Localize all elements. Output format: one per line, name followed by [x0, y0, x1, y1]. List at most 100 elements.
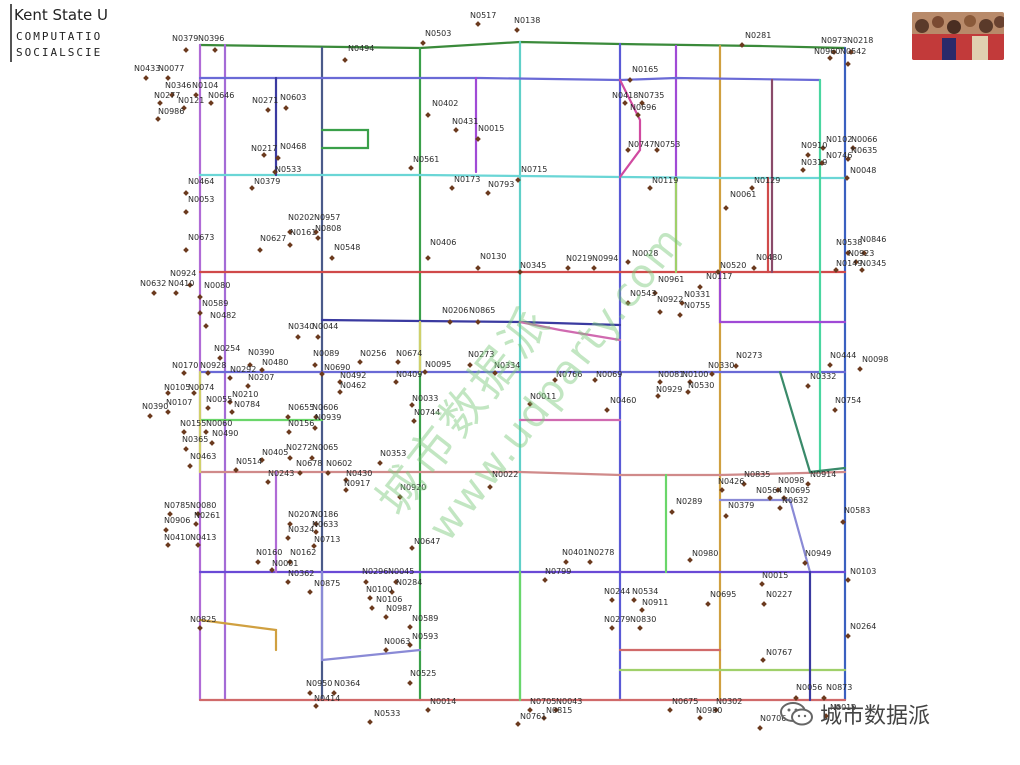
node-label: N0353 [380, 449, 406, 458]
node-marker [719, 487, 725, 493]
node-marker [819, 160, 825, 166]
map-node: N0444 [827, 351, 856, 368]
node-label: N0793 [488, 180, 514, 189]
map-node: N0056 [793, 683, 822, 701]
node-marker [553, 707, 559, 713]
node-label: N0390 [142, 402, 168, 411]
node-label: N0503 [425, 29, 451, 38]
node-label: N0825 [190, 615, 216, 624]
node-marker [307, 589, 313, 595]
node-label: N0261 [194, 511, 220, 520]
node-marker [295, 334, 301, 340]
node-label: N0533 [275, 165, 301, 174]
node-marker [343, 477, 349, 483]
map-node: N0365 [182, 435, 208, 452]
node-marker [165, 542, 171, 548]
node-label: N0011 [530, 392, 556, 401]
node-marker [677, 312, 683, 318]
map-node: N0043 [553, 697, 582, 713]
map-node: N0060 [203, 419, 232, 435]
node-label: N0538 [836, 238, 862, 247]
map-node: N0830 [630, 615, 656, 631]
map-node: N0103 [845, 567, 876, 583]
map-node: N0632 [777, 496, 808, 511]
map-node: N0785 [164, 501, 190, 517]
node-marker [367, 595, 373, 601]
node-label: N0673 [188, 233, 214, 242]
node-marker [233, 467, 239, 473]
node-marker [367, 719, 373, 725]
node-marker [805, 152, 811, 158]
node-marker [265, 479, 271, 485]
node-marker [269, 567, 275, 573]
node-label: N0409 [396, 370, 422, 379]
node-label: N0074 [188, 383, 214, 392]
node-marker [820, 145, 826, 151]
node-label: N0346 [165, 81, 191, 90]
map-node: N0080 [190, 501, 216, 517]
map-node: N0100 [366, 585, 392, 601]
map-node: N0766 [552, 370, 582, 383]
node-marker [193, 92, 199, 98]
node-marker [697, 284, 703, 290]
node-marker [313, 414, 319, 420]
map-node: N0602 [325, 459, 352, 476]
map-node: N0468 [275, 142, 306, 161]
map-node: N0784 [229, 400, 260, 415]
map-node: N0706 [757, 714, 786, 731]
node-marker [733, 363, 739, 369]
node-marker [259, 367, 265, 373]
node-label: N0244 [604, 587, 630, 596]
node-label: N0418 [612, 91, 638, 100]
map-node: N0929 [655, 385, 682, 399]
node-marker [383, 614, 389, 620]
map-node: N0331 [679, 290, 710, 306]
node-marker [563, 559, 569, 565]
map-node: N0949 [802, 549, 831, 566]
node-label: N0911 [642, 598, 668, 607]
map-node: N0130 [475, 252, 506, 271]
logo-subtitle-1: COMPUTATIO [16, 30, 103, 43]
map-node: N0104 [192, 81, 218, 98]
node-label: N0835 [744, 470, 770, 479]
node-marker [622, 100, 628, 106]
node-label: N0766 [556, 370, 582, 379]
node-marker [363, 579, 369, 585]
node-label: N0332 [810, 372, 836, 381]
node-marker [850, 145, 856, 151]
node-label: N0517 [470, 11, 496, 20]
map-node: N0390 [247, 348, 274, 368]
map-node: N0564 [756, 486, 782, 501]
node-label: N0379 [728, 501, 754, 510]
map-node: N0202 [287, 213, 314, 235]
node-label: N0001 [272, 559, 298, 568]
map-node: N0302 [713, 697, 742, 713]
node-label: N0431 [452, 117, 478, 126]
map-node: N0345 [859, 259, 886, 273]
node-label: N0482 [210, 311, 236, 320]
map-node: N0156 [286, 419, 314, 435]
map-node: N0520 [715, 261, 746, 275]
node-label: N0410 [164, 533, 190, 542]
map-node: N0077 [158, 64, 184, 81]
node-marker [217, 355, 223, 361]
node-marker [777, 505, 783, 511]
map-node: N0647 [409, 537, 440, 551]
node-label: N0149 [836, 259, 862, 268]
map-node: N0462 [337, 381, 366, 395]
node-label: N0690 [324, 363, 350, 372]
node-marker [407, 624, 413, 630]
node-label: N0564 [756, 486, 782, 495]
logo-bar [10, 4, 12, 62]
node-marker [652, 290, 658, 296]
node-label: N0219 [566, 254, 592, 263]
node-label: N0980 [696, 706, 722, 715]
node-marker [844, 175, 850, 181]
node-marker [845, 250, 851, 256]
node-marker [541, 715, 547, 721]
node-label: N0713 [314, 535, 340, 544]
node-label: N0138 [514, 16, 540, 25]
map-node: N0755 [677, 301, 710, 318]
map-node: N0098 [775, 476, 804, 493]
node-marker [805, 383, 811, 389]
